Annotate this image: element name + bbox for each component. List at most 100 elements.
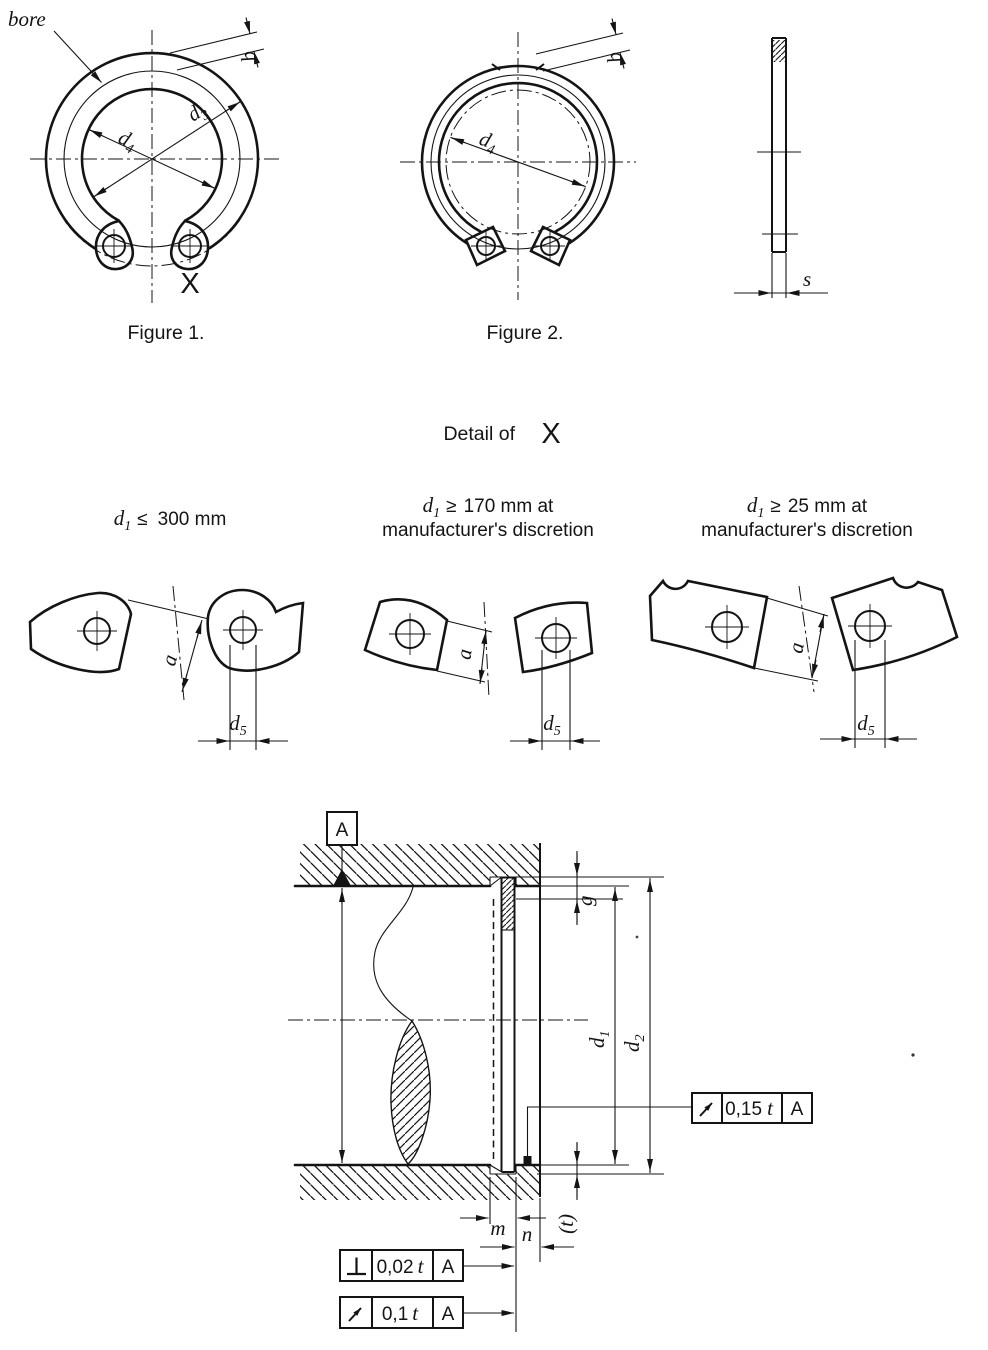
fig2-contact-tick [535, 63, 545, 71]
installation-section: A g d1 d2 [288, 811, 915, 1332]
detail-heading-3-line2: manufacturer's discretion [701, 520, 913, 541]
detail-title-text: Detail of [443, 423, 515, 445]
detail3-a-extension [766, 597, 829, 617]
fig2-b-dim: b [535, 18, 631, 72]
detail2-right-lug [513, 601, 594, 674]
fig2-d4-centerline-circle [445, 89, 591, 235]
fig1-ring-inner-arc [80, 87, 224, 223]
perpendicularity-icon [347, 1257, 366, 1276]
side-strip-hatch [773, 40, 785, 62]
speck [911, 1053, 915, 1057]
fig1-ring-outer-arc [44, 51, 260, 251]
detail-heading-2-line2: manufacturer's discretion [382, 520, 594, 541]
fig1-d3-label: d3 [183, 97, 213, 130]
groove-outlines [489, 876, 517, 1175]
fig1-left-lug [94, 219, 135, 271]
detail2-a-extension [446, 620, 493, 633]
speck [635, 935, 639, 939]
circular-runout-icon [699, 1102, 713, 1117]
detail1-a-extension [127, 599, 210, 620]
housing-top-hatch [300, 844, 540, 886]
detail3-hole-crosshairs [705, 604, 892, 649]
leader-dot [523, 1156, 532, 1164]
fig2-ring-inner-arc [437, 81, 599, 234]
bore-lines [293, 843, 542, 1197]
fig1-d3-dim-line [93, 100, 242, 198]
housing-bottom-hatch [300, 1165, 540, 1200]
m-dim: m [460, 1215, 546, 1240]
retaining-ring-section [501, 877, 515, 1172]
lower-reference-lines [489, 1177, 541, 1332]
detail1-a-label: a [156, 652, 182, 669]
t-dim: (t) [554, 1142, 580, 1234]
shaft-section-lens [390, 1019, 432, 1166]
side-view: s [734, 37, 828, 298]
detail-heading-1: d1≤300 mm [114, 506, 227, 534]
fig1-bore-circle [63, 70, 241, 248]
tolerance-datum: A [442, 1257, 455, 1278]
detail1-gap-centerline [172, 585, 185, 701]
tolerance-datum: A [442, 1304, 455, 1325]
fig2-bore-circle [430, 74, 606, 250]
n-dim: n [480, 1222, 574, 1250]
datum-a-letter: A [336, 820, 349, 841]
circular-runout-icon [348, 1307, 362, 1322]
detail-variant-2: a d5 [363, 598, 600, 750]
datum-triangle [333, 869, 351, 886]
detail1-left-lug [28, 591, 133, 674]
fig2-contact-tick [491, 63, 501, 71]
fig2-d4-dim-line [450, 136, 586, 188]
tolerance-datum: A [791, 1099, 804, 1120]
t-label: (t) [554, 1214, 578, 1234]
detail3-d5-label: d5 [857, 711, 875, 739]
detail-variant-1: a d5 [28, 585, 305, 750]
detail3-gap-centerline [798, 585, 815, 693]
ring-outline [500, 876, 516, 1173]
extension-lines [516, 876, 664, 1175]
fig1-x-marker: X [180, 268, 199, 300]
detail3-right-lug [830, 576, 959, 672]
fig1-caption: Figure 1. [128, 322, 205, 344]
detail2-gap-centerline [483, 601, 490, 699]
d1-label: d1 [585, 1031, 613, 1049]
figure-1: d3 d4 bore b X Figure 1. [8, 7, 279, 344]
detail-title-x: X [541, 418, 560, 450]
detail-heading-3-line1: d1≥25 mm at [747, 493, 868, 521]
tolerance-leader [526, 1106, 692, 1158]
detail1-d5-label: d5 [229, 711, 247, 739]
fig2-left-lug [464, 225, 507, 267]
m-label: m [490, 1216, 505, 1240]
fig2-ring-outer-arc [420, 64, 616, 245]
detail1-hole-crosshairs [77, 610, 263, 651]
fig1-b-dim: b [169, 17, 265, 71]
fig1-bore-label: bore [8, 7, 46, 31]
detail3-a-label: a [783, 641, 808, 656]
fig2-right-lug [529, 225, 572, 267]
fig1-d4-label: d4 [113, 125, 141, 158]
detail3-left-lug [648, 578, 769, 670]
detail2-d5-label: d5 [543, 711, 561, 739]
d2-label: d2 [620, 1035, 648, 1053]
detail2-a-label: a [452, 647, 477, 660]
side-s-label: s [803, 267, 811, 291]
fig1-bore-leader [53, 30, 102, 83]
fig2-d4-label: d4 [475, 126, 501, 158]
detail2-a-extension [436, 670, 486, 683]
break-line [373, 886, 414, 1022]
detail-title: Detail of X [443, 418, 560, 450]
detail-heading-2-line1: d1≥170 mm at [423, 493, 554, 521]
n-label: n [522, 1222, 533, 1246]
detail2-left-lug [363, 598, 449, 672]
detail-variant-3: a d5 [648, 576, 959, 748]
figure-2: d4 b Figure 2. [400, 18, 636, 344]
fig1-d4-dim-line [88, 128, 216, 190]
fig1-right-lug [169, 219, 210, 271]
datum-a: A [326, 811, 358, 886]
